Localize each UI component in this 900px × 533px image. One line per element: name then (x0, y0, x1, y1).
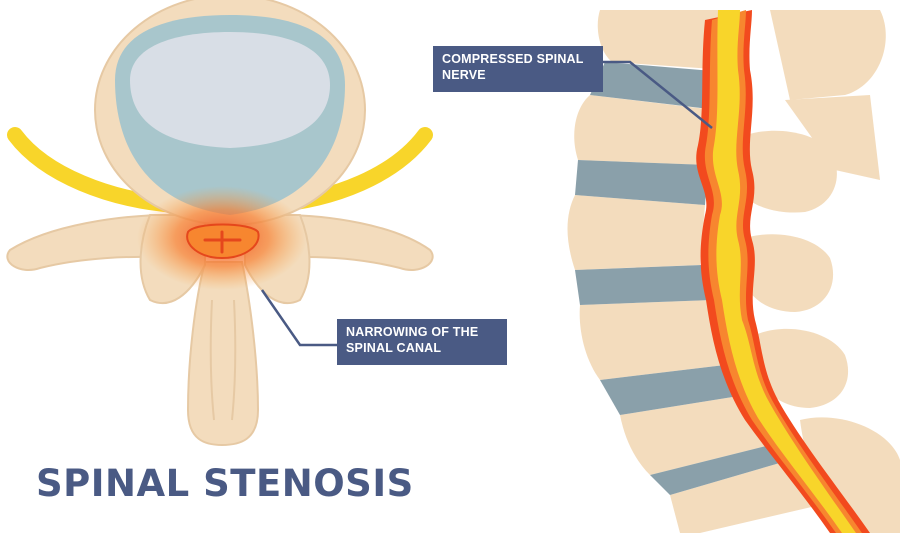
compressed-label-line-1: COMPRESSED SPINAL (442, 52, 584, 66)
narrowing-label-line-1: NARROWING OF THE (346, 325, 479, 339)
facet-3 (755, 328, 849, 408)
vertebral-body-3 (567, 195, 705, 270)
axial-vertebra-view (6, 0, 434, 447)
compressed-nerve-pointer-line (603, 60, 713, 129)
facet-1 (735, 130, 837, 213)
vertebral-body-5 (620, 395, 770, 475)
narrowing-label-line-2: SPINAL CANAL (346, 341, 442, 355)
vertebral-body-6 (670, 460, 820, 533)
page-title: SPINAL STENOSIS (36, 462, 414, 505)
facet-2 (740, 234, 834, 312)
vertebral-body-2 (574, 95, 715, 165)
nucleus-pulposus (130, 32, 330, 148)
disc-2 (575, 160, 708, 205)
disc-4 (600, 365, 745, 415)
compressed-spinal-nerve-label: COMPRESSED SPINAL NERVE (433, 46, 603, 92)
narrowing-spinal-canal-label: NARROWING OF THE SPINAL CANAL (337, 319, 507, 365)
vertebral-body-4 (579, 300, 725, 380)
spinous-process (186, 261, 260, 447)
sagittal-spine-view (567, 10, 900, 533)
disc-3 (575, 265, 712, 305)
vertebral-body-1 (597, 10, 730, 70)
compressed-label-line-2: NERVE (442, 68, 486, 82)
compressed-spinal-nerve[interactable] (712, 10, 856, 533)
disc-1 (590, 62, 725, 110)
disc-5 (650, 445, 790, 495)
spinous-process-1 (770, 10, 886, 100)
transverse-process-left (6, 213, 177, 271)
transverse-process-right (273, 213, 434, 271)
narrowing-pointer-line (260, 289, 337, 347)
